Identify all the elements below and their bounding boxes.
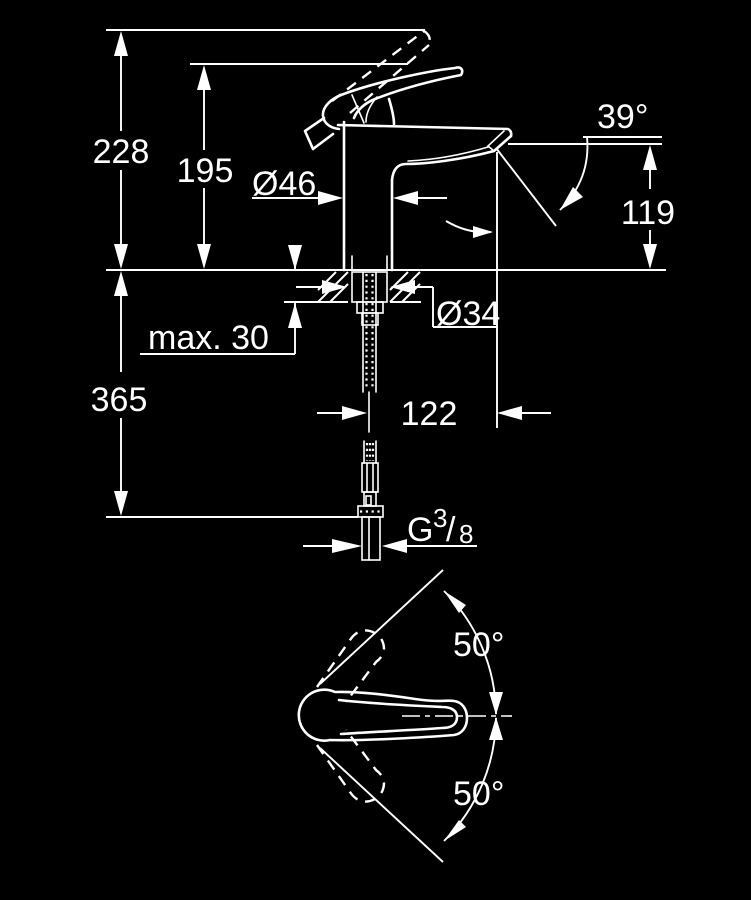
arrow-195-bottom	[197, 244, 211, 269]
hose-braid-top-edges	[363, 440, 377, 464]
handle-raised-bottom-edge	[349, 44, 430, 114]
arrow-g38-left	[332, 539, 362, 553]
swing-arc-lower	[443, 717, 497, 842]
arrow-195-top	[197, 65, 211, 90]
arrow-365-bottom	[114, 491, 128, 516]
hose-upper-tube	[361, 462, 379, 493]
handle-joint-line	[351, 94, 365, 124]
hose-step-inner	[365, 495, 372, 506]
arrow-365-top	[114, 271, 128, 296]
threaded-rod-texture	[365, 274, 374, 390]
swing-leg-upper	[319, 569, 444, 685]
faucet-side-view	[303, 29, 513, 272]
mounting-flange-upper	[356, 301, 384, 314]
hose-upper-tube-inner	[366, 462, 374, 493]
mounting-hole-diameter-label: Ø34	[436, 295, 500, 333]
thread-denominator: 8	[459, 519, 473, 549]
arrow-d46-right	[393, 191, 418, 205]
handle-raised-tip-cap	[423, 29, 432, 46]
spout-underside	[390, 134, 513, 182]
handle-height-label: 195	[177, 152, 234, 190]
spout-stream-line	[495, 147, 557, 227]
arrow-g38-right	[382, 539, 407, 553]
thread-prefix: G	[407, 511, 433, 549]
underdeck-assembly	[351, 271, 388, 561]
hatch-right-block	[389, 271, 421, 303]
swing-angle-lower-label: 50°	[453, 775, 504, 813]
spout-angle-label: 39°	[597, 98, 648, 136]
handle-neck-inner	[365, 96, 378, 123]
swing-angle-upper-label: 50°	[453, 626, 504, 664]
spout-projection-label: 122	[401, 395, 458, 433]
arrow-d46-left	[318, 191, 343, 205]
hatch-left-block	[317, 271, 349, 303]
body-diameter-label: Ø46	[252, 165, 316, 203]
dim-line-d34	[296, 286, 497, 328]
mounting-shank	[351, 271, 388, 303]
handle-raised-top-edge	[331, 30, 425, 102]
arrow-39-arc	[560, 187, 583, 210]
arrow-max30-top	[288, 245, 302, 270]
arrow-119-bottom	[643, 244, 657, 269]
thread-slash: /	[446, 511, 456, 549]
handle-neck	[387, 97, 396, 126]
max-mounting-thickness-label: max. 30	[148, 319, 269, 357]
plan-handle-outer	[297, 688, 469, 742]
handle-lever-outline	[339, 66, 464, 120]
arrow-228-bottom	[114, 244, 128, 269]
below-deck-length-label: 365	[91, 381, 148, 419]
total-height-label: 228	[93, 133, 150, 171]
shank-above-deck-lines	[351, 255, 388, 271]
arrow-max30-bottom	[288, 303, 302, 328]
thread-numerator: 3	[433, 503, 447, 533]
swing-arc-upper	[443, 590, 497, 715]
plan-handle-inner	[337, 698, 459, 736]
dimension-labels: 228 195 Ø46 39° 119 max. 30 Ø34 365 122 …	[91, 98, 675, 813]
hose-lower-tube	[361, 516, 381, 561]
spout-top-edge	[336, 123, 513, 138]
spout-inner-lip	[407, 146, 489, 162]
dimension-lines	[120, 55, 651, 547]
plan-handle-dashed-lower	[316, 729, 386, 803]
outlet-height-label: 119	[621, 194, 675, 232]
counter-section	[317, 271, 421, 303]
arrow-stream-leader	[473, 226, 493, 238]
handle-plan-view	[297, 569, 512, 863]
mounting-flange-lower	[361, 312, 379, 326]
aerator-face	[486, 130, 505, 152]
reference-lines	[106, 29, 666, 518]
arrow-119-top	[643, 145, 657, 170]
thread-size-label: G 3 / 8	[407, 503, 473, 549]
threaded-rod-edges	[362, 271, 377, 393]
plan-handle-dashed-upper	[316, 629, 386, 703]
arrow-228-top	[114, 31, 128, 56]
arrow-122-left	[342, 406, 367, 420]
swing-leg-lower	[319, 747, 444, 863]
arrow-122-right	[497, 406, 522, 420]
hose-braid-top-texture	[365, 443, 375, 461]
handle-tail	[303, 116, 335, 151]
